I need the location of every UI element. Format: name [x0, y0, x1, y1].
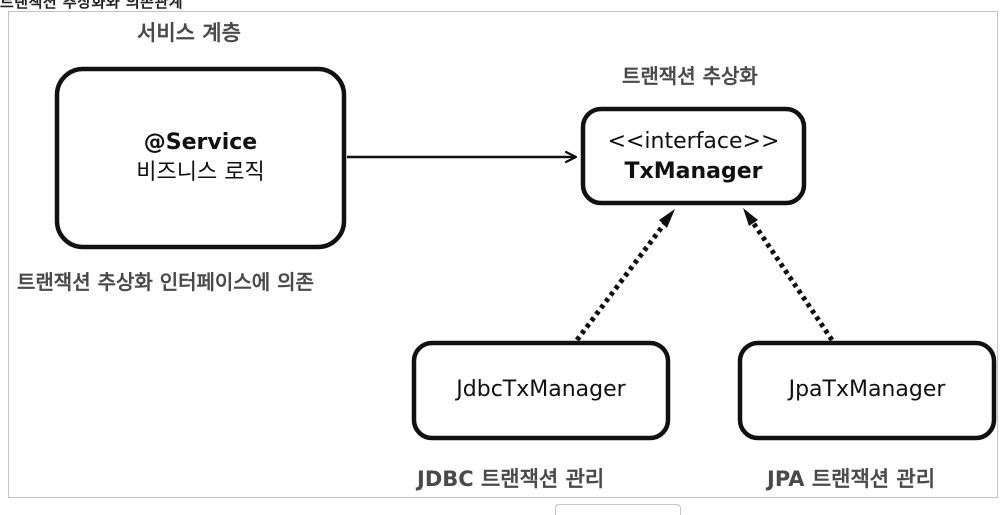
jpa-arrowhead — [743, 208, 758, 226]
jdbc-note-label: JDBC 트랜잭션 관리 — [417, 467, 605, 491]
jdbc-arrowhead — [659, 209, 675, 228]
service-box — [54, 66, 347, 250]
jpa-box-text: JpaTxManager — [740, 375, 994, 405]
jpa-implements-arrow — [747, 216, 835, 342]
txmanager-box — [580, 106, 807, 206]
top-partial-text: 트랜잭션 추상화와 의존관계 — [0, 0, 184, 11]
txmanager-name: TxManager — [624, 159, 763, 184]
dependency-note-label: 트랜잭션 추상화 인터페이스에 의존 — [17, 270, 314, 294]
service-layer-label: 서비스 계층 — [137, 21, 241, 45]
jpa-name: JpaTxManager — [788, 377, 946, 402]
service-annotation: @Service — [143, 130, 258, 155]
txmanager-box-text: <<interface>> TxManager — [583, 127, 804, 187]
service-box-text: @Service 비즈니스 로직 — [57, 128, 344, 188]
jdbc-name: JdbcTxManager — [456, 377, 626, 402]
jpa-note-label: JPA 트랜잭션 관리 — [767, 467, 936, 491]
service-description: 비즈니스 로직 — [136, 160, 265, 185]
jdbc-box-text: JdbcTxManager — [414, 375, 668, 405]
tx-abstraction-label: 트랜잭션 추상화 — [622, 64, 758, 88]
txmanager-stereotype: <<interface>> — [607, 129, 780, 154]
jdbc-box — [411, 340, 671, 441]
jdbc-implements-arrow — [575, 217, 670, 342]
jpa-box — [737, 340, 997, 441]
